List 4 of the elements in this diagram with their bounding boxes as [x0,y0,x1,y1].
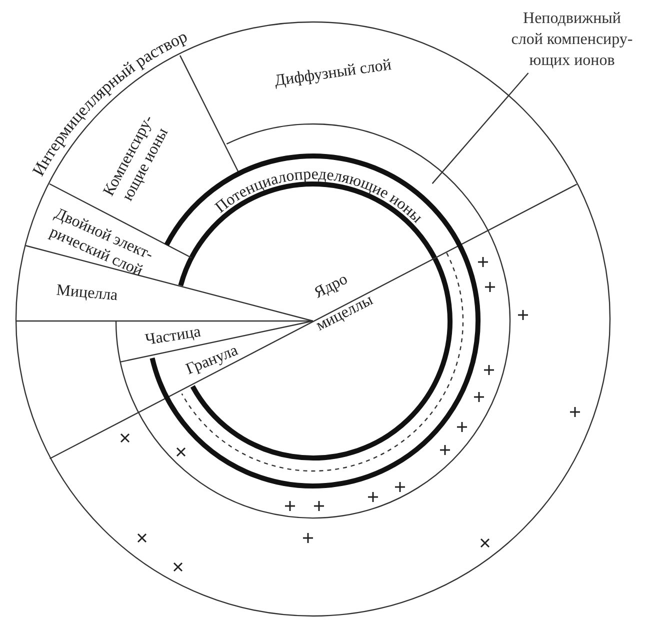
annotation-text: Неподвижный слой компенсиру-ющих ионов [508,8,636,71]
region-label: Мицелла [56,280,118,306]
leader-line [432,72,529,184]
region-label: Диффузный слой [273,55,393,91]
